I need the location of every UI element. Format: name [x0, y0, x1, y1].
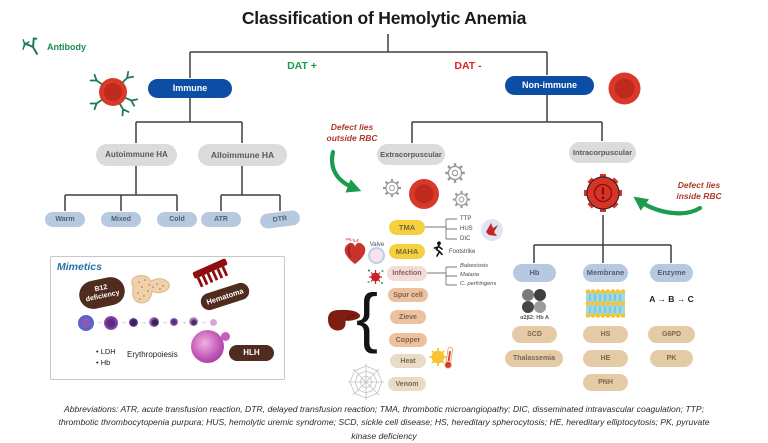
- venom-node: Venom: [388, 377, 426, 391]
- arrow-icon: →: [180, 319, 187, 326]
- gear-icon: [452, 190, 471, 209]
- mimetics-title: Mimetics: [57, 261, 102, 273]
- note-inside-line1: Defect lies: [677, 180, 721, 190]
- parasite-icon: [367, 269, 384, 284]
- infection-node: Infection: [387, 266, 427, 281]
- hlh-node: HLH: [229, 345, 274, 361]
- hus-label: HUS: [460, 226, 473, 232]
- hb-bullet: Hb: [96, 357, 116, 368]
- erythropoiesis-cell-icon: [129, 318, 138, 327]
- alloimmune-node: Alloimmune HA: [198, 144, 287, 166]
- rbc-icon: [608, 72, 641, 105]
- erythropoiesis-cell-icon: [78, 315, 94, 331]
- g6pd-node: G6PD: [648, 326, 695, 343]
- ttp-label: TTP: [460, 216, 472, 222]
- thalassemia-node: Thalassemia: [505, 350, 563, 367]
- liver-brace: {: [356, 280, 379, 354]
- maha-node: MAHA: [389, 244, 425, 259]
- enzyme-column-node: Enzyme: [650, 264, 693, 282]
- note-inside-rbc: Defect lies inside RBC: [666, 180, 732, 203]
- gear-icon: [445, 163, 465, 183]
- valve-label: Valve: [369, 242, 385, 248]
- note-outside-line1: Defect lies: [330, 122, 374, 132]
- hemoglobin-tetramer-icon: [522, 289, 546, 313]
- extracorpuscular-node: Extracorpuscular: [377, 144, 445, 165]
- runner-icon: [433, 241, 443, 257]
- arrow-icon: →: [161, 319, 168, 326]
- rbc-icon-extracorpuscular: [409, 179, 439, 209]
- he-node: HE: [583, 350, 628, 367]
- erythropoiesis-label: Erythropoiesis: [127, 350, 178, 359]
- malaria-label: Malaria: [460, 272, 480, 278]
- antibody-label: Antibody: [47, 42, 86, 52]
- arrow-icon: →: [120, 319, 127, 326]
- atr-node: ATR: [201, 212, 241, 227]
- mixed-node: Mixed: [101, 212, 141, 227]
- arrow-icon: →: [200, 319, 207, 326]
- dat-positive-label: DAT +: [287, 60, 317, 72]
- note-outside-rbc: Defect lies outside RBC: [316, 122, 388, 145]
- arrow-icon: →: [140, 319, 147, 326]
- defective-rbc-gear-icon: [584, 174, 622, 212]
- dat-negative-label: DAT -: [454, 60, 482, 72]
- erythropoiesis-cell-icon: [149, 317, 159, 327]
- ldh-bullet: LDH: [96, 346, 116, 357]
- spider-web-icon: [348, 364, 384, 400]
- valve-label-wrap: Valve: [364, 233, 390, 251]
- enzyme-pathway-caption: A → B → C: [649, 294, 694, 304]
- erythropoiesis-cell-icon: [104, 316, 118, 330]
- intracorpuscular-node: Intracorpuscular: [569, 142, 636, 163]
- footstrike-label: Footstrike: [449, 249, 476, 255]
- arrow-inside-rbc: [633, 196, 703, 216]
- macrophage-icon: [191, 330, 224, 363]
- c-perfringens-label: C. perfringens: [460, 281, 497, 287]
- scd-node: SCD: [512, 326, 557, 343]
- heat-node: Heat: [390, 354, 426, 368]
- arrow-icon: →: [96, 319, 103, 326]
- bone-marrow-icon: [131, 275, 170, 304]
- pnh-node: PNH: [583, 374, 628, 391]
- non-immune-node: Non-immune: [505, 76, 594, 95]
- hs-node: HS: [583, 326, 628, 343]
- heart-icon: [344, 238, 366, 264]
- pk-node: PK: [650, 350, 693, 367]
- note-outside-line2: outside RBC: [326, 133, 378, 144]
- schistocyte-icon: [481, 219, 503, 241]
- spur-cell-node: Spur cell: [388, 288, 428, 302]
- lipid-bilayer-icon: [585, 289, 626, 318]
- macrophage-satellite-icon: [221, 332, 230, 341]
- abbreviations-footer: Abbreviations: ATR, acute transfusion re…: [58, 404, 710, 441]
- warm-node: Warm: [45, 212, 85, 227]
- hematoma-icon: [190, 255, 239, 296]
- arrow-outside-rbc: [330, 149, 362, 193]
- dic-label: DIC: [460, 236, 471, 242]
- liver-icon: [328, 309, 361, 331]
- membrane-column-node: Membrane: [583, 264, 628, 282]
- erythropoiesis-cell-icon: [170, 318, 178, 326]
- hb-tetramer-caption: α2β2: Hb A: [520, 315, 549, 321]
- connector-lines: [64, 34, 703, 355]
- hb-column-node: Hb: [513, 264, 556, 282]
- tma-node: TMA: [389, 220, 425, 235]
- valve-icon: [368, 247, 385, 264]
- page-title: Classification of Hemolytic Anemia: [241, 8, 527, 28]
- lab-markers-list: LDH Hb: [96, 346, 116, 368]
- zieve-node: Zieve: [390, 310, 426, 324]
- rbc-with-antibodies-icon: [89, 70, 139, 117]
- gear-icon: [383, 179, 401, 197]
- erythropoiesis-cell-icon: [210, 319, 217, 326]
- copper-node: Copper: [389, 333, 427, 347]
- erythropoiesis-cell-icon: [189, 317, 198, 326]
- heat-icon: [429, 346, 454, 369]
- note-inside-line2: inside RBC: [676, 191, 722, 202]
- antibody-icon: [22, 37, 38, 55]
- immune-node: Immune: [148, 79, 232, 98]
- autoimmune-node: Autoimmune HA: [96, 144, 177, 166]
- cold-node: Cold: [157, 212, 197, 227]
- babesiosis-label: Babesiosis: [460, 263, 489, 269]
